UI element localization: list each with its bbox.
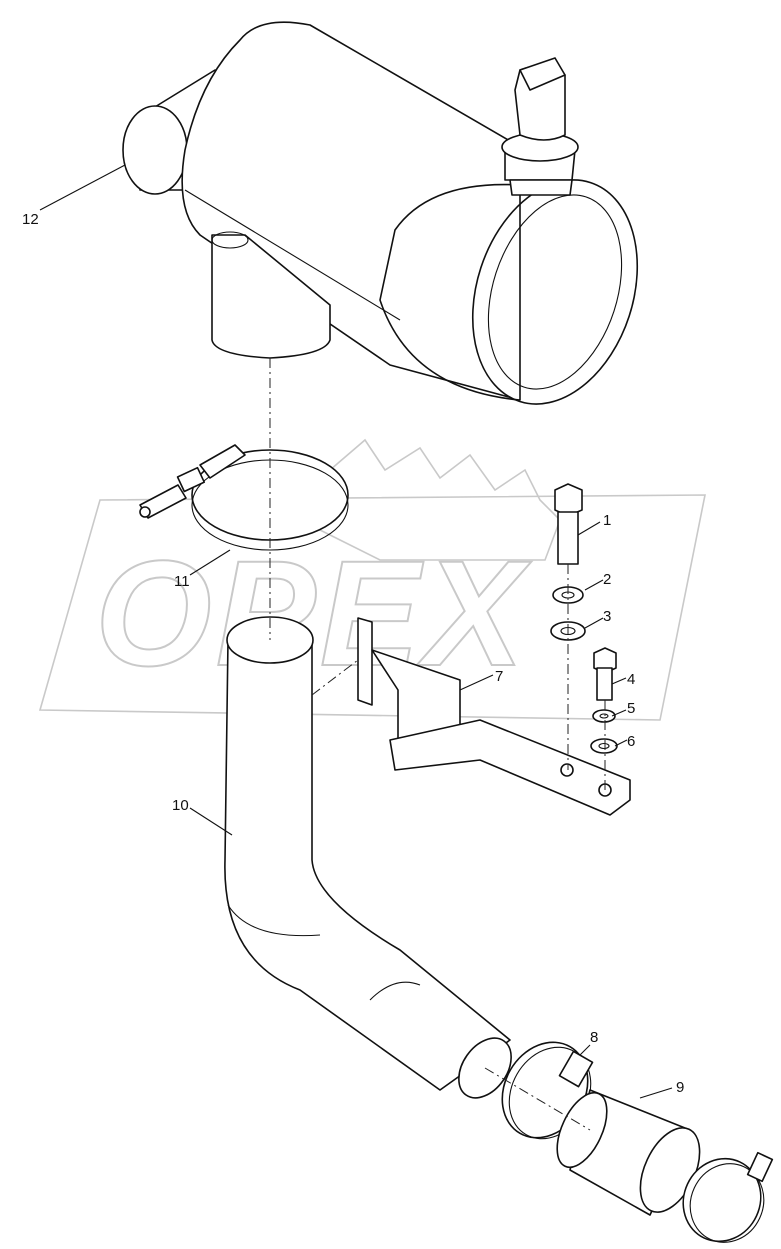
callout-6: 6 xyxy=(627,733,635,750)
callout-10: 10 xyxy=(172,797,189,814)
callout-3: 3 xyxy=(603,608,611,625)
bolt-4 xyxy=(593,647,617,701)
callout-labels: 12 11 1 2 3 4 5 6 7 8 9 10 xyxy=(22,211,684,1096)
bolt-1 xyxy=(554,483,583,565)
callout-1: 1 xyxy=(603,512,611,529)
callout-7: 7 xyxy=(495,668,503,685)
washer-5 xyxy=(592,709,616,723)
callout-2: 2 xyxy=(603,571,611,588)
callout-5: 5 xyxy=(627,700,635,717)
air-filter-housing xyxy=(122,21,639,405)
mounting-bracket xyxy=(357,617,631,816)
leader-lines xyxy=(39,164,673,1099)
watermark-text: OPEX xyxy=(95,529,532,697)
callout-8: 8 xyxy=(590,1029,598,1046)
washer-6 xyxy=(590,738,618,754)
callout-12: 12 xyxy=(22,211,39,228)
callout-11: 11 xyxy=(174,573,190,590)
center-lines xyxy=(269,358,606,1131)
callout-4: 4 xyxy=(627,671,635,688)
callout-9: 9 xyxy=(676,1079,684,1096)
lower-hose-clamp xyxy=(682,1151,774,1243)
